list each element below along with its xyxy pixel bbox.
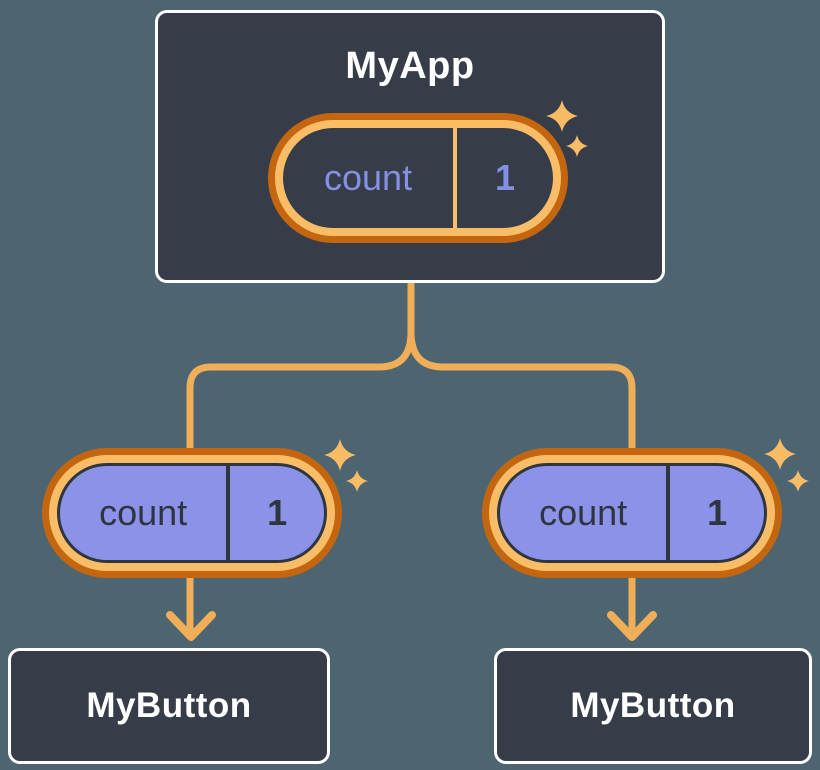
sparkle-icon xyxy=(764,438,809,491)
component-title: MyApp xyxy=(345,45,475,87)
state-pill-ring: count 1 xyxy=(49,455,335,571)
component-box-mybutton-right: MyButton xyxy=(494,648,812,764)
state-pill-ring: count 1 xyxy=(489,455,775,571)
pill-divider xyxy=(666,466,671,560)
sparkle-icon xyxy=(324,439,368,492)
state-pill-right-child: count 1 xyxy=(482,448,782,578)
state-pill-ring: count 1 xyxy=(275,120,561,236)
state-name-label: count xyxy=(99,492,188,533)
state-value: 1 xyxy=(267,492,288,533)
arrow-down-icon xyxy=(607,611,657,641)
component-title: MyButton xyxy=(570,686,736,725)
sparkle-icon xyxy=(546,100,588,157)
component-title: MyButton xyxy=(86,686,252,725)
state-value: 1 xyxy=(495,157,516,198)
state-name-label: count xyxy=(539,492,628,533)
arrow-down-icon xyxy=(166,611,216,641)
connector-right-branch xyxy=(407,280,636,638)
pill-divider xyxy=(453,128,458,228)
state-name-label: count xyxy=(324,157,413,198)
state-pill-root: count 1 xyxy=(268,113,568,243)
pill-divider xyxy=(226,466,231,560)
component-box-mybutton-left: MyButton xyxy=(8,648,330,764)
state-value: 1 xyxy=(707,492,728,533)
component-box-myapp: MyApp count 1 xyxy=(155,10,665,283)
state-pill-left-child: count 1 xyxy=(42,448,342,578)
